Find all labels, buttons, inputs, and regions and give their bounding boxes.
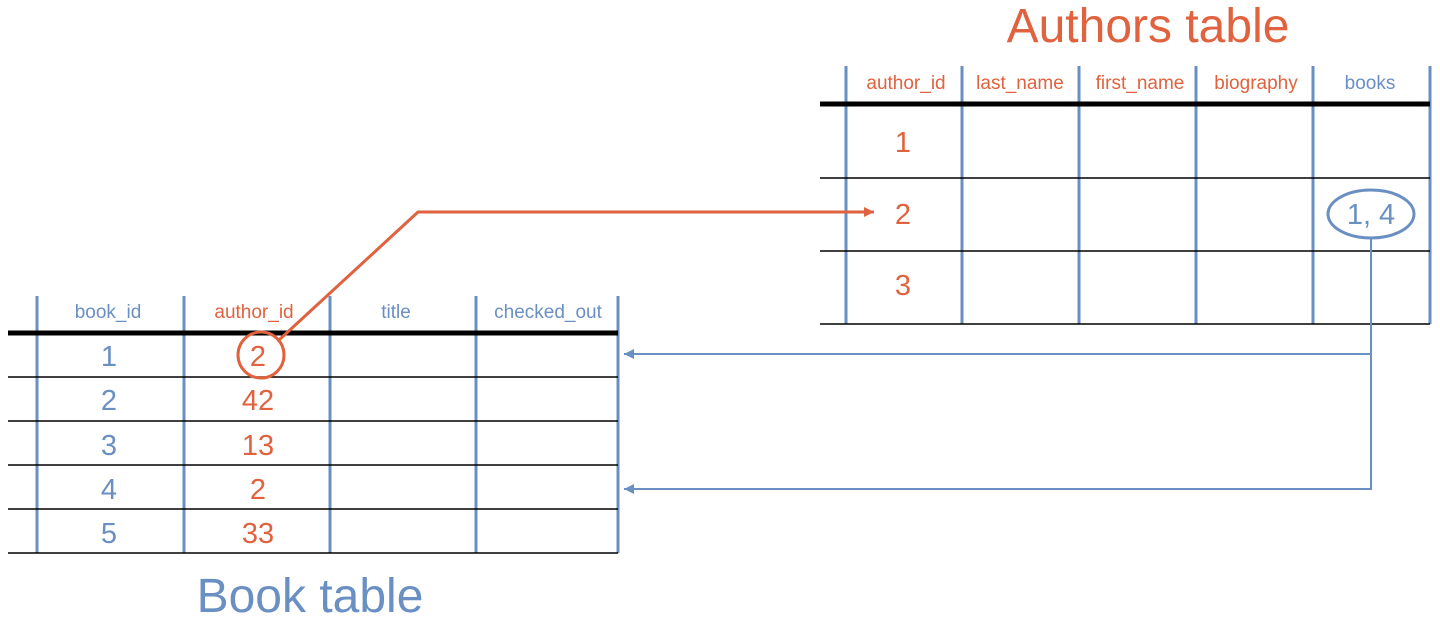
authors-table: Authors table author_id last_name first_…	[820, 0, 1432, 325]
book-row-2-author-id: 42	[242, 385, 274, 417]
authors-header-biography: biography	[1214, 73, 1298, 94]
authors-row-2-books: 1, 4	[1347, 199, 1395, 231]
book-row-1-book-id: 1	[101, 341, 117, 373]
book-row-4-author-id: 2	[250, 474, 266, 506]
book-header-author-id: author_id	[214, 302, 293, 323]
authors-row-2-author-id: 2	[895, 199, 911, 231]
authors-header-author-id: author_id	[866, 73, 945, 94]
book-1-link-arrow	[624, 238, 1372, 359]
book-row-3-author-id: 13	[242, 430, 274, 462]
book-table-row-lines	[8, 376, 618, 554]
book-row-5-book-id: 5	[101, 518, 117, 550]
book-table-column-lines	[35, 296, 620, 553]
author-link-arrow	[277, 207, 874, 342]
authors-table-column-lines	[844, 66, 1432, 324]
book-row-2-book-id: 2	[101, 385, 117, 417]
authors-row-1-author-id: 1	[895, 127, 911, 159]
authors-table-title: Authors table	[1007, 0, 1290, 53]
book-table-title: Book table	[197, 570, 424, 620]
book-row-5-author-id: 33	[242, 518, 274, 550]
authors-header-books: books	[1345, 73, 1396, 94]
authors-header-last-name: last_name	[976, 73, 1064, 94]
authors-table-row-lines	[820, 177, 1430, 325]
authors-header-first-name: first_name	[1096, 73, 1185, 94]
book-header-checked-out: checked_out	[494, 302, 602, 323]
book-row-4-book-id: 4	[101, 474, 117, 506]
book-4-link-arrow	[624, 354, 1372, 494]
book-table: book_id author_id title checked_out 1 2 …	[8, 296, 620, 620]
book-header-title: title	[381, 302, 411, 323]
book-header-book-id: book_id	[75, 302, 142, 323]
book-row-1-author-id: 2	[250, 341, 266, 373]
book-row-3-book-id: 3	[101, 430, 117, 462]
authors-row-3-author-id: 3	[895, 270, 911, 302]
author-id-highlight-circle	[236, 330, 286, 380]
